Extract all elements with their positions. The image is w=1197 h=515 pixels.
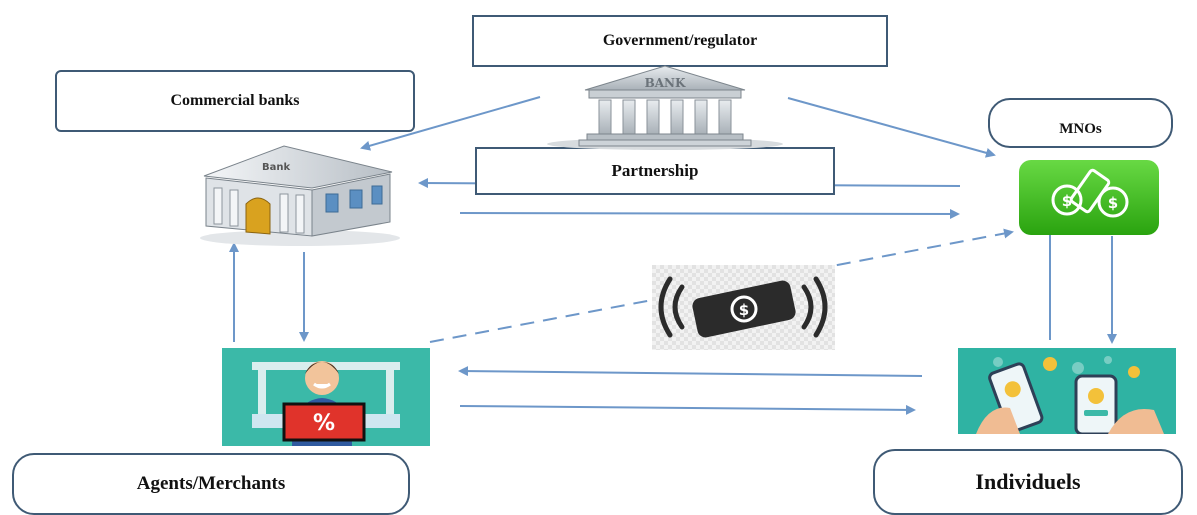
- arrow-banks-to-mnos: [459, 208, 960, 219]
- arrow-merchants-to-mnos: [429, 228, 1014, 343]
- government-regulator-label: Government/regulator: [472, 15, 888, 67]
- commercial-bank-icon: Bank: [200, 145, 400, 246]
- bank-sign: Bank: [262, 162, 290, 173]
- discount-symbol: %: [313, 411, 335, 436]
- mnos-label: MNOs: [988, 98, 1173, 148]
- arrow-regulator-to-banks: [360, 96, 541, 151]
- mobile-payment-phone-icon: $: [652, 265, 835, 350]
- central-bank-sign: BANK: [645, 76, 686, 90]
- svg-text:$: $: [739, 301, 749, 319]
- arrow-merchants-to-individuals: [459, 404, 916, 415]
- commercial-banks-label: Commercial banks: [55, 70, 415, 132]
- arrow-individuals-to-merchants: [458, 366, 923, 377]
- individuals-illustration: [958, 348, 1176, 434]
- central-bank-icon: BANK: [547, 65, 783, 150]
- agents-merchants-label: Agents/Merchants: [12, 453, 410, 515]
- partnership-label: Partnership: [475, 147, 835, 195]
- merchant-illustration: %: [222, 348, 430, 446]
- mobile-money-app-icon: $ $: [1019, 160, 1159, 235]
- svg-text:$: $: [1108, 194, 1118, 212]
- svg-text:$: $: [1062, 192, 1072, 210]
- individuals-label: Individuels: [873, 449, 1183, 515]
- arrow-regulator-to-mnos: [787, 97, 996, 158]
